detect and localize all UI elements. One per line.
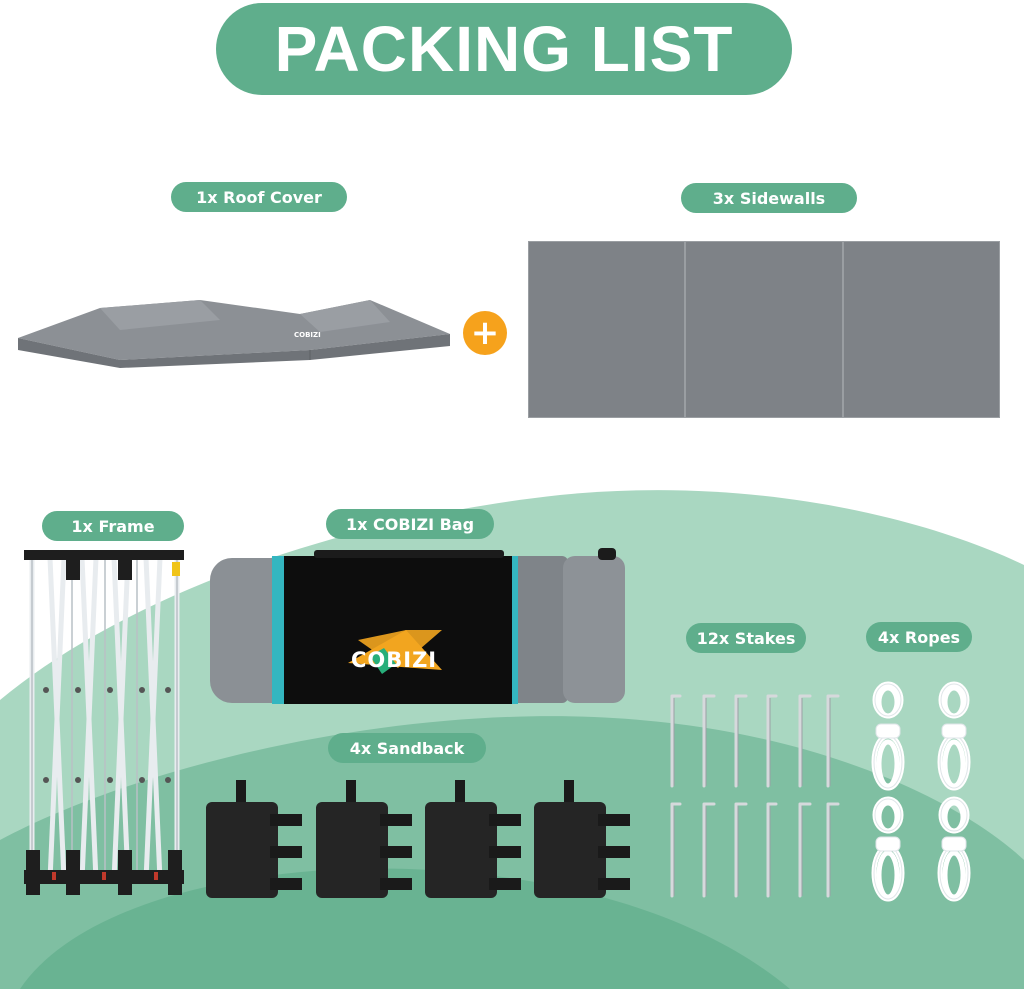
- label-sandback: 4x Sandback: [328, 733, 486, 763]
- frame-image: [24, 550, 184, 895]
- plus-icon: +: [463, 311, 507, 355]
- rope-image: [871, 681, 905, 791]
- roof-cover-image: [18, 300, 450, 368]
- bag-brand: COBIZI: [351, 648, 438, 672]
- label-sidewalls: 3x Sidewalls: [681, 183, 857, 213]
- rope-image: [937, 681, 971, 791]
- sidewall-panel: [685, 241, 843, 418]
- label-stakes: 12x Stakes: [686, 623, 806, 653]
- page-title: PACKING LIST: [216, 3, 792, 95]
- sandbag-image: [534, 780, 630, 898]
- rope-image: [871, 796, 905, 902]
- sandbag-image: [206, 780, 302, 898]
- sandbag-image: [316, 780, 412, 898]
- roof-cover-brand: COBIZI: [294, 331, 321, 339]
- label-frame: 1x Frame: [42, 511, 184, 541]
- cobizi-bag-image: [210, 548, 625, 704]
- sidewall-panel: [528, 241, 685, 418]
- rope-image: [937, 796, 971, 902]
- stakes-image: [670, 694, 840, 898]
- sandbag-image: [425, 780, 521, 898]
- label-bag: 1x COBIZI Bag: [326, 509, 494, 539]
- sidewall-panel: [843, 241, 1000, 418]
- label-ropes: 4x Ropes: [866, 622, 972, 652]
- label-roof-cover: 1x Roof Cover: [171, 182, 347, 212]
